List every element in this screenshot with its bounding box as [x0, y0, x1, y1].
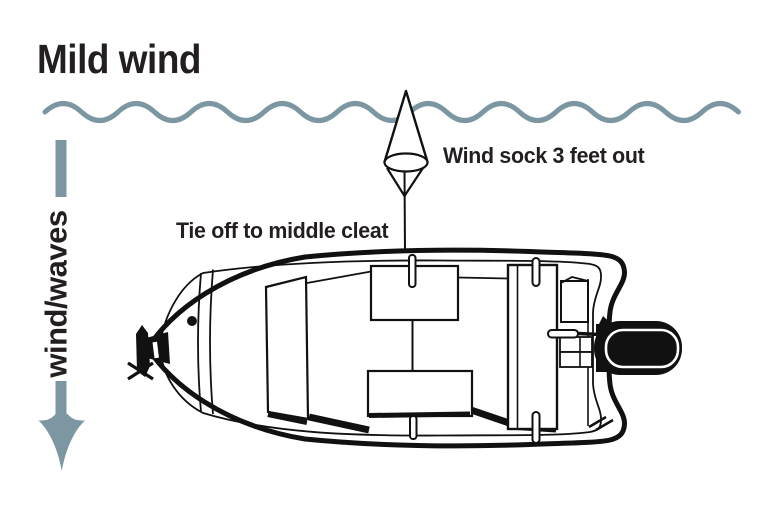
wind-sock-cone [383, 89, 429, 164]
middle-cleat-bottom [409, 415, 418, 440]
motor-cowl [594, 321, 682, 375]
page-title: Mild wind [37, 36, 202, 82]
middle-box-shadow [368, 411, 471, 418]
wind-waves-label: wind/waves [38, 210, 74, 378]
stern-cleat-bottom [531, 411, 541, 444]
middle-box [366, 369, 474, 418]
wind-sock-ring [383, 152, 429, 173]
bow-eye-highlight [152, 341, 159, 359]
bow-deck-edge [197, 272, 202, 413]
bow-bench-shadow [267, 411, 308, 425]
bow-deck-edge-2 [209, 269, 214, 415]
rear-bench [506, 263, 559, 431]
stern-battery-box-bevel [560, 276, 589, 284]
middle-cleat [408, 254, 417, 288]
stern-battery-box [560, 280, 589, 323]
steering-linkage [547, 329, 601, 368]
side-ledge-line-right [457, 276, 509, 280]
bow-navigation-light [187, 316, 197, 326]
cleats [408, 254, 541, 444]
wind-sock-bridle-left [386, 167, 406, 197]
wind-direction-arrow [38, 140, 85, 471]
bow-bench [264, 275, 310, 421]
boat-top-view [127, 247, 682, 449]
wind-sock [383, 89, 429, 254]
transom-handle [547, 329, 579, 339]
bow-trolling-motor [127, 325, 154, 381]
tie-off-label: Tie off to middle cleat [176, 218, 389, 243]
wind-sock-bridle-right [403, 167, 424, 197]
motor-cowl-highlight [604, 328, 680, 369]
wind-sock-label: Wind sock 3 feet out [443, 143, 645, 168]
stern-cleat-top [531, 257, 541, 287]
water-wave-line [42, 101, 741, 123]
arrow-shaft-top [55, 140, 67, 197]
arrow-shaft-bottom [55, 381, 67, 422]
mooring-line [403, 170, 406, 254]
bow-tip-fill [146, 332, 170, 364]
outboard-motor [594, 316, 682, 375]
side-ledge-line-left [306, 270, 372, 284]
transom-shading [588, 415, 614, 432]
down-arrow-icon [38, 414, 85, 471]
